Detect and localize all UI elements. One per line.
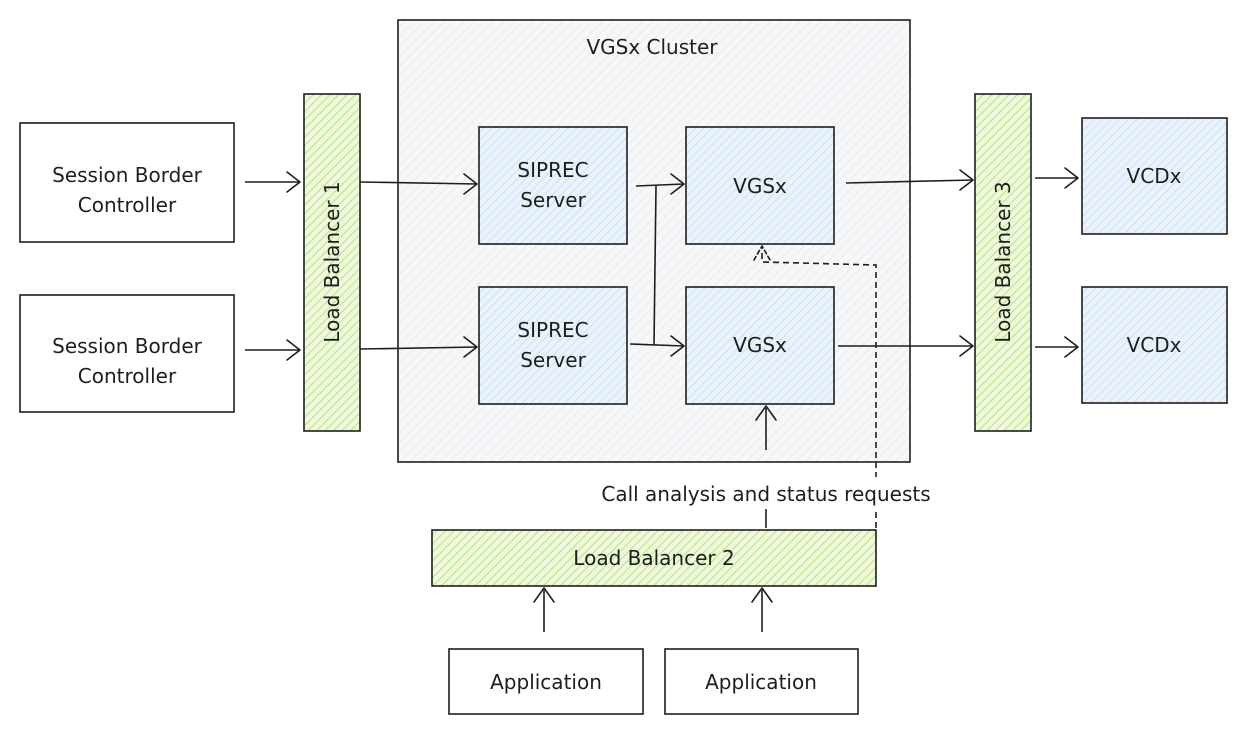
siprec-server-2	[478, 286, 628, 405]
application-1	[448, 648, 644, 715]
vgsx-2-label: VGSx	[733, 333, 787, 357]
edge-lb1-to-siprec1	[359, 181, 478, 185]
arrowhead	[670, 173, 685, 195]
arrowhead	[959, 169, 974, 191]
edge-vgsx1-to-lb3	[845, 179, 974, 184]
application-2	[664, 648, 859, 715]
vcdx-2-label: VCDx	[1127, 333, 1182, 357]
load-balancer-1-label: Load Balancer 1	[320, 181, 344, 342]
edge-label-background	[568, 477, 964, 509]
vcdx-1-label: VCDx	[1127, 164, 1182, 188]
arrowhead	[755, 405, 777, 421]
cluster-title: VGSx Cluster	[586, 35, 718, 59]
application-1-label: Application	[490, 670, 602, 694]
load-balancer-1	[303, 93, 361, 432]
arrowhead	[1064, 167, 1079, 189]
session-border-controller-1	[19, 122, 235, 243]
siprec-server-1	[478, 126, 628, 245]
vcdx-2	[1081, 286, 1228, 404]
arrowhead	[463, 336, 478, 358]
arrowhead	[463, 173, 478, 195]
arrowhead	[959, 335, 974, 357]
edge-label-call-analysis: Call analysis and status requests	[601, 482, 930, 506]
edge-siprec1-to-vgsx1	[635, 183, 685, 187]
arrowhead	[286, 171, 301, 193]
edge-siprec2-to-vgsx2	[629, 343, 685, 347]
vgsx-1-label: VGSx	[733, 174, 787, 198]
vgsx-1	[685, 126, 835, 245]
edge-siprec2-to-vgsx1	[653, 185, 657, 346]
edge-lb1-to-siprec2	[359, 346, 478, 350]
load-balancer-2	[431, 529, 877, 587]
arrowhead	[753, 245, 771, 261]
edge-lb2-to-vgsx1	[761, 248, 877, 528]
arrowhead	[286, 339, 301, 361]
load-balancer-3	[974, 93, 1032, 432]
vgsx-2	[685, 286, 835, 405]
session-border-controller-2	[19, 294, 235, 413]
arrowhead	[533, 587, 555, 603]
arrowhead	[1064, 336, 1079, 358]
application-2-label: Application	[705, 670, 817, 694]
load-balancer-2-label: Load Balancer 2	[573, 546, 734, 570]
vcdx-1	[1081, 117, 1228, 235]
arrowhead	[670, 335, 685, 357]
load-balancer-3-label: Load Balancer 3	[991, 181, 1015, 342]
arrowhead	[751, 587, 773, 603]
